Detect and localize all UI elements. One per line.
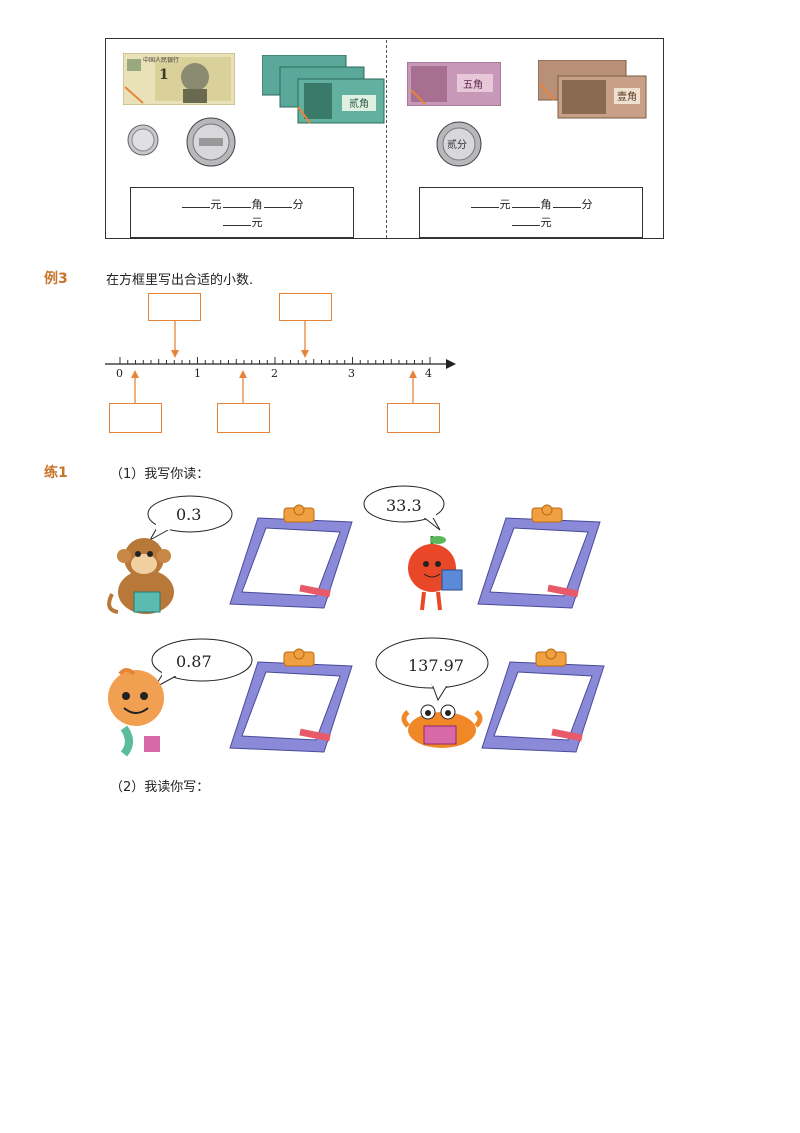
- answer-line-yuan: 元: [131, 214, 353, 230]
- note-denomination: 贰角: [349, 97, 369, 110]
- yuan-unit: 元: [251, 216, 263, 229]
- tick-label-2: 2: [271, 367, 278, 380]
- practice1-part2: （2）我读你写：: [110, 780, 210, 795]
- decimal-answer-box[interactable]: [109, 403, 162, 433]
- answer-line-yuan: 元: [420, 214, 642, 230]
- one-fen-coin: [127, 124, 159, 156]
- apple-reading-icon: [408, 536, 463, 611]
- bubble-number: 33.3: [386, 496, 422, 515]
- clipboard-icon: [229, 648, 353, 753]
- example3-label: 例3: [44, 271, 68, 287]
- answer-line-yuan-jiao-fen: 元角分: [420, 196, 642, 212]
- five-fen-coin: [186, 117, 236, 167]
- top-pointer-arrow-1: [171, 321, 179, 358]
- top-pointer-arrow-2: [301, 321, 309, 358]
- yuan-blank[interactable]: [470, 197, 499, 208]
- note-denomination: 壹角: [617, 90, 637, 103]
- fen-unit: 分: [292, 198, 304, 211]
- tick-label-3: 3: [348, 367, 355, 380]
- yuan-unit: 元: [540, 216, 552, 229]
- crab-reading-icon: [401, 704, 483, 748]
- yuan-total-blank[interactable]: [222, 215, 251, 226]
- decimal-answer-box[interactable]: [279, 293, 332, 321]
- yuan-total-blank[interactable]: [511, 215, 540, 226]
- money-panel-divider: [386, 40, 387, 238]
- fen-blank[interactable]: [263, 197, 292, 208]
- monkey-reading-icon: [107, 538, 174, 614]
- jiao-unit: 角: [540, 198, 552, 211]
- yuan-unit: 元: [499, 198, 511, 211]
- clipboard-icon: [481, 648, 605, 753]
- answer-line-yuan-jiao-fen: 元角分: [131, 196, 353, 212]
- clipboard-icon: [477, 504, 601, 609]
- note-denomination: 五角: [463, 79, 483, 91]
- coin-text: 贰分: [447, 138, 467, 151]
- bottom-pointer-arrow-3: [409, 370, 417, 403]
- decimal-answer-box[interactable]: [217, 403, 270, 433]
- fen-unit: 分: [581, 198, 593, 211]
- decimal-answer-box[interactable]: [387, 403, 440, 433]
- clipboard-icon: [229, 504, 353, 609]
- speech-bubble-4: [375, 637, 489, 702]
- tick-label-1: 1: [194, 367, 201, 380]
- bottom-pointer-arrow-1: [131, 370, 139, 403]
- note-denomination: 1: [159, 67, 169, 83]
- jiao-blank[interactable]: [222, 197, 251, 208]
- arrow-head-icon: [446, 359, 456, 369]
- answer-box-left: 元角分 元: [130, 187, 354, 238]
- bubble-number: 0.3: [176, 505, 202, 524]
- decimal-answer-box[interactable]: [148, 293, 201, 321]
- two-fen-coin: 贰分: [436, 121, 482, 167]
- two-jiao-notes: 贰角: [262, 55, 385, 124]
- example3-instruction: 在方框里写出合适的小数.: [106, 273, 254, 288]
- practice1-label: 练1: [44, 465, 68, 481]
- jiao-unit: 角: [251, 198, 263, 211]
- ball-kid-reading-icon: [108, 668, 164, 757]
- bubble-number: 137.97: [408, 656, 464, 675]
- number-line-ticks: [119, 357, 431, 364]
- fen-blank[interactable]: [552, 197, 581, 208]
- tick-label-4: 4: [425, 367, 432, 380]
- answer-box-right: 元角分 元: [419, 187, 643, 238]
- bottom-pointer-arrow-2: [239, 370, 247, 403]
- tick-label-0: 0: [116, 367, 123, 380]
- speech-bubble-1: [147, 495, 233, 542]
- speech-bubble-2: [363, 485, 445, 531]
- note-header-text: 中国人民银行: [143, 56, 179, 64]
- yuan-blank[interactable]: [181, 197, 210, 208]
- jiao-blank[interactable]: [511, 197, 540, 208]
- money-panel: [105, 38, 664, 239]
- practice1-part1: （1）我写你读：: [110, 467, 210, 482]
- yuan-unit: 元: [210, 198, 222, 211]
- one-jiao-notes: 壹角: [538, 60, 647, 119]
- five-jiao-note: 五角: [407, 62, 501, 106]
- one-yuan-note: 中国人民银行 1: [123, 53, 235, 105]
- number-line: [105, 321, 456, 403]
- bubble-number: 0.87: [176, 652, 212, 671]
